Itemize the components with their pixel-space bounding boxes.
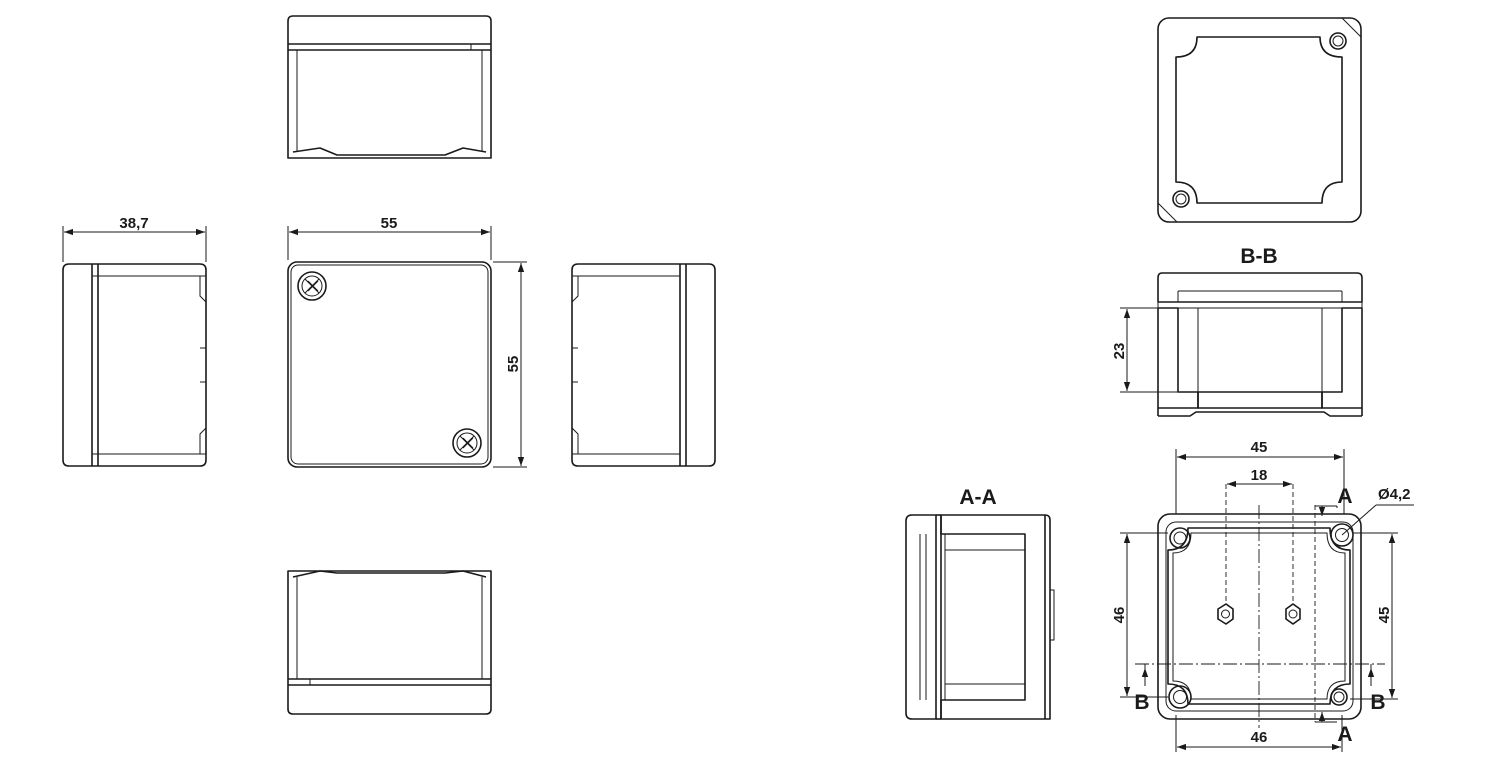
mounting-hole-top-left xyxy=(1169,527,1191,549)
dimension-base-left-height-label: 46 xyxy=(1111,607,1128,624)
left-side-view xyxy=(62,263,207,467)
section-a-a-view: A-A xyxy=(905,486,1055,720)
section-marker-a-top: A xyxy=(1315,485,1353,516)
dimension-front-width: 55 xyxy=(287,215,492,260)
lid-screw-top-left xyxy=(297,271,327,301)
front-lid-view xyxy=(287,261,492,468)
top-side-view xyxy=(287,15,492,159)
mounting-hole-bottom-left xyxy=(1168,685,1192,709)
section-marker-a-top-label: A xyxy=(1337,485,1352,508)
dimension-center-spacing-label: 18 xyxy=(1251,467,1268,484)
mounting-hole-bottom-right xyxy=(1330,688,1348,706)
section-marker-b-right: B xyxy=(1367,664,1386,714)
dimension-side-depth: 38,7 xyxy=(62,215,207,262)
section-b-b-title: B-B xyxy=(1240,245,1277,268)
dimension-base-width-label: 45 xyxy=(1251,439,1268,456)
hole-diameter-label: Ø4,2 xyxy=(1378,486,1411,503)
dimension-front-height-label: 55 xyxy=(505,356,522,373)
lid-screw-bottom-right xyxy=(452,428,482,458)
section-a-a-title: A-A xyxy=(959,486,996,509)
boss-right xyxy=(1285,603,1301,625)
section-marker-b-left: B xyxy=(1134,664,1150,714)
dimension-side-depth-label: 38,7 xyxy=(119,215,148,232)
section-marker-a-bottom-label: A xyxy=(1337,723,1352,746)
mounting-hole-top-right xyxy=(1330,523,1354,547)
boss-left xyxy=(1217,603,1234,625)
lid-gasket-view xyxy=(1157,17,1362,223)
dimension-base-right-height-label: 45 xyxy=(1376,607,1393,624)
section-marker-b-right-label: B xyxy=(1370,691,1385,714)
section-marker-a-bottom: A xyxy=(1315,712,1353,746)
dimension-front-height: 55 xyxy=(493,261,527,468)
section-marker-b-left-label: B xyxy=(1134,691,1149,714)
section-b-b-view: B-B 23 xyxy=(1111,245,1363,417)
dimension-base-bottom-width-label: 46 xyxy=(1251,729,1268,746)
bottom-side-view xyxy=(287,570,492,715)
dimension-bb-height-label: 23 xyxy=(1111,343,1128,360)
dimension-front-width-label: 55 xyxy=(381,215,398,232)
right-side-view xyxy=(571,263,716,467)
base-plan-view: 45 18 Ø4,2 46 45 46 A xyxy=(1111,439,1414,752)
